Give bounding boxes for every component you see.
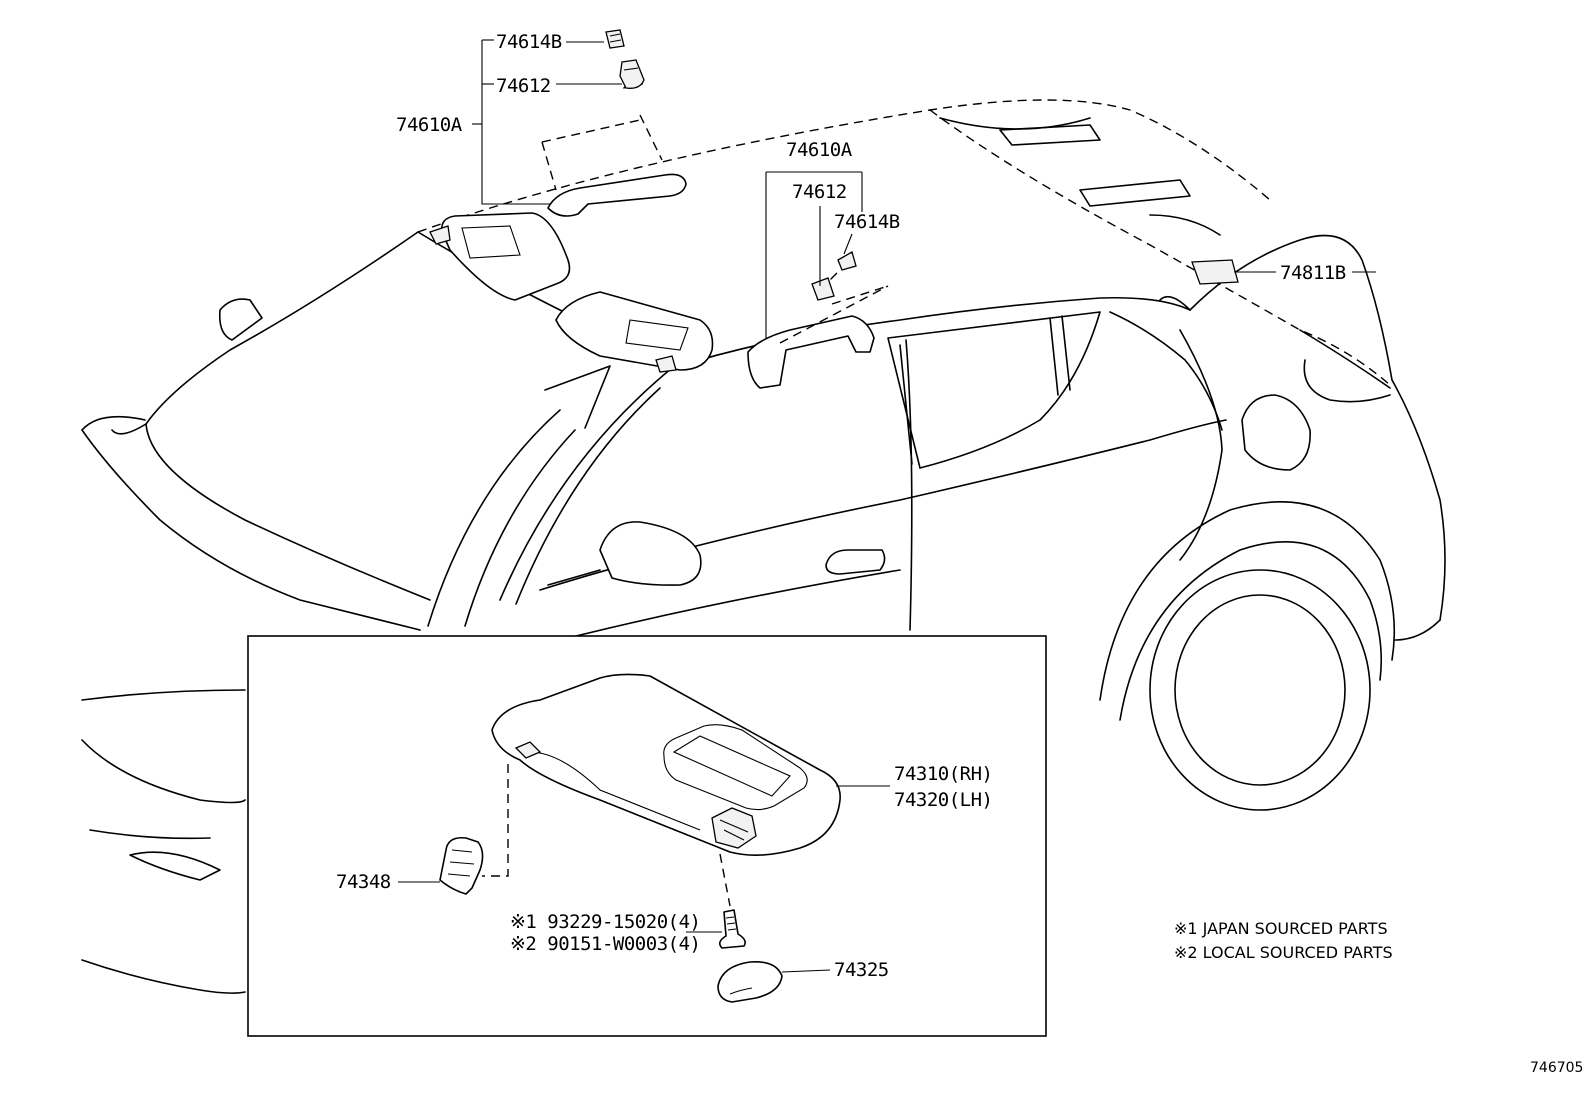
label-grip-screw-center: 74612 [792, 181, 847, 203]
note-local-sourced: ※2 LOCAL SOURCED PARTS [1174, 943, 1393, 962]
screw-detail-icon [718, 909, 746, 949]
holder-dash-line [482, 764, 509, 877]
label-visor-rh: 74310(RH) [894, 763, 992, 785]
sun-visor-left-on-car [429, 212, 571, 301]
label-visor-lh: 74320(LH) [894, 789, 992, 811]
assist-grip-left [541, 80, 687, 217]
visor-holder-icon [439, 836, 484, 895]
label-clip-center: 74614B [834, 211, 900, 233]
label-screw-1: ※1 93229-15020(4) [510, 911, 700, 933]
label-grip-assy-center: 74610A [786, 139, 853, 161]
leader-lines [472, 39, 1376, 338]
figure-number: 746705 [1530, 1060, 1583, 1076]
label-visor-holder: 74348 [336, 871, 391, 893]
label-clip-top: 74614B [496, 31, 562, 53]
cover-icon [717, 960, 783, 1003]
label-screw-2: ※2 90151-W0003(4) [510, 933, 700, 955]
label-rear-lamp: 74811B [1280, 262, 1346, 284]
note-japan-sourced: ※1 JAPAN SOURCED PARTS [1174, 919, 1388, 938]
sun-visor-detail [491, 673, 841, 856]
clip-74614b-icon [605, 29, 625, 49]
inset-leader-lines [398, 785, 890, 973]
label-grip-assy-left: 74610A [396, 114, 463, 136]
label-cover: 74325 [834, 959, 889, 981]
car-body-outline [81, 99, 1446, 994]
screw-74612-icon [619, 59, 645, 89]
assist-grip-center [747, 251, 889, 389]
sun-visor-right-on-car [555, 291, 714, 373]
screw-dash-line [719, 853, 731, 907]
label-grip-screw-top: 74612 [496, 75, 551, 97]
